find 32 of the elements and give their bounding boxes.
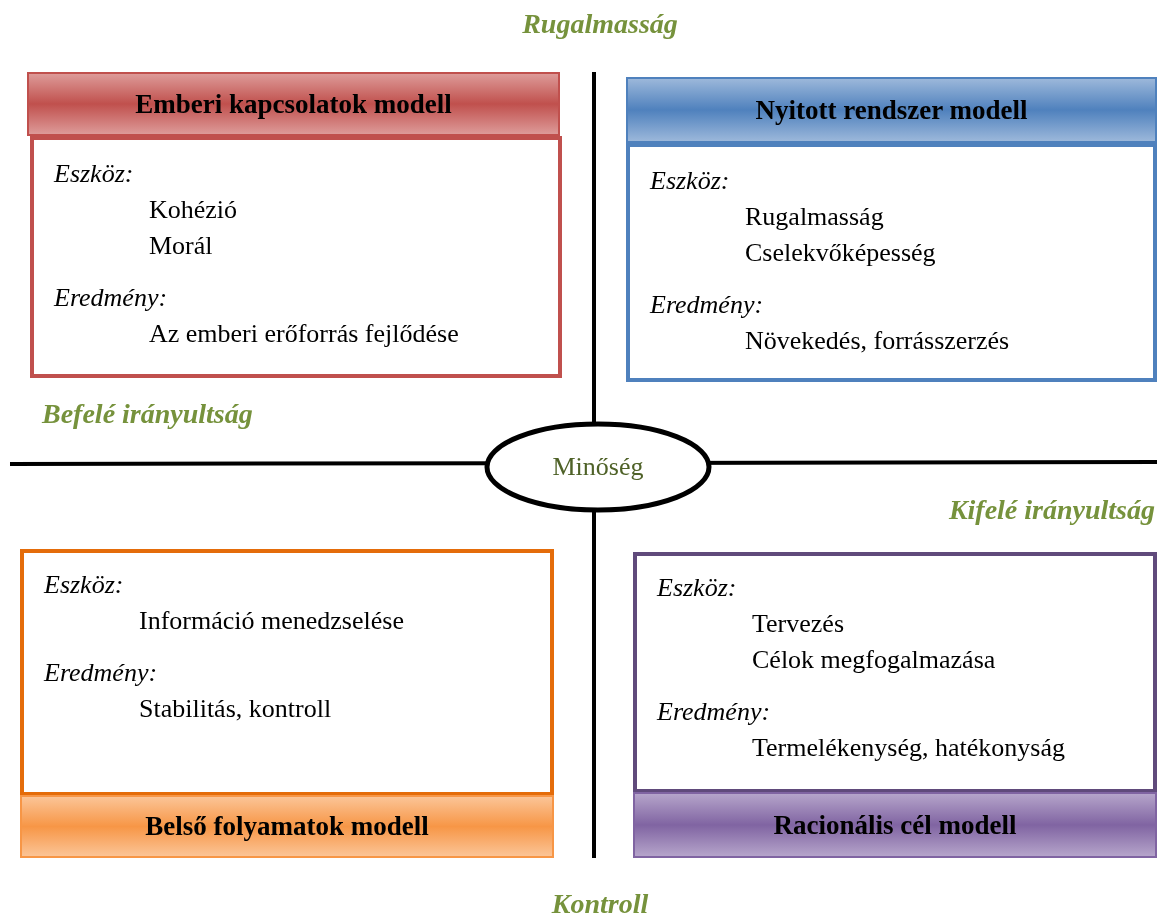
list-item: Rugalmasság [745,201,884,233]
list-item: Stabilitás, kontroll [139,693,332,725]
model-title-bar: Racionális cél modell [633,792,1157,858]
section-heading: Eszköz: [657,572,737,604]
axis-label: Kontroll [550,888,650,919]
model-panel [30,136,562,378]
model-panel [20,549,554,796]
list-item: Kohézió [149,194,238,226]
model-title-bar: Nyitott rendszer modell [626,77,1157,143]
list-item: Cselekvőképesség [745,237,936,269]
model-title-bar: Emberi kapcsolatok modell [27,72,560,136]
list-item: Termelékenység, hatékonyság [752,732,1065,764]
center-label: Minőség [552,452,644,482]
section-heading: Eszköz: [650,165,730,197]
section-heading: Eredmény: [657,696,771,728]
list-item: Célok megfogalmazása [752,644,996,676]
model-panel [626,143,1157,382]
list-item: Az emberi erőforrás fejlődése [149,318,459,350]
model-title-bar: Belső folyamatok modell [20,795,554,858]
section-heading: Eredmény: [650,289,764,321]
list-item: Növekedés, forrásszerzés [745,325,1010,357]
axis-label: Befelé irányultság [42,398,253,430]
section-heading: Eredmény: [44,657,158,689]
axis-label: Rugalmasság [521,8,679,40]
section-heading: Eredmény: [54,282,168,314]
list-item: Morál [149,230,213,262]
axis-label: Kifelé irányultság [948,494,1155,526]
section-heading: Eszköz: [54,158,134,190]
section-heading: Eszköz: [44,569,124,601]
list-item: Tervezés [752,608,844,640]
list-item: Információ menedzselése [139,605,404,637]
model-panel [633,552,1157,793]
